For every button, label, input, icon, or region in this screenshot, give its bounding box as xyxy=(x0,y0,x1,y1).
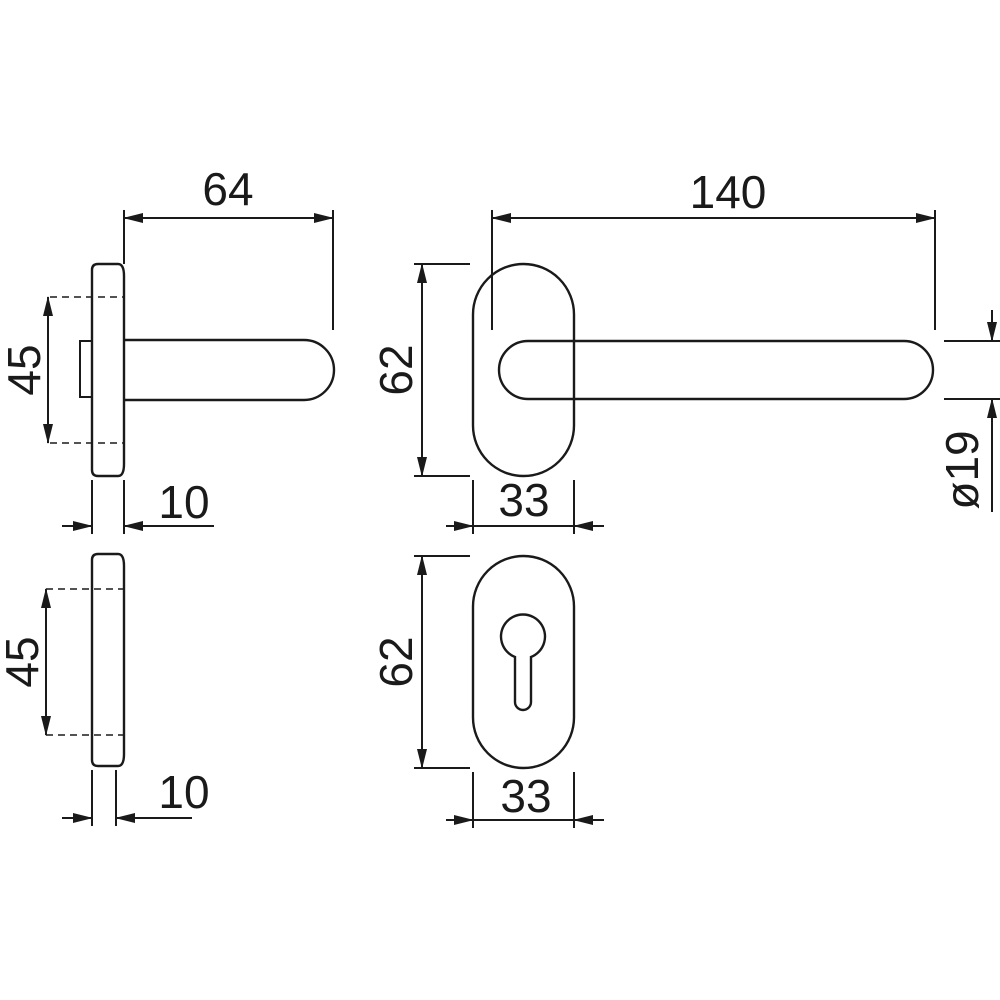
handle-front-rose xyxy=(471,262,576,478)
dim-handle-side-rose-height: 45 xyxy=(0,344,50,395)
dim-keyhole-front-rose-height: 62 xyxy=(370,636,422,687)
handle-side-rose xyxy=(90,262,126,478)
keyhole-side-view: 45 10 xyxy=(0,552,210,826)
dim-keyhole-side-rose-thickness: 10 xyxy=(158,766,209,818)
handle-side-lever xyxy=(124,338,336,402)
keyhole-side-rose xyxy=(90,552,126,768)
handle-front-view: 140 62 33 ø19 xyxy=(370,166,1000,534)
dim-handle-front-rose-width: 33 xyxy=(498,474,549,526)
handle-side-spindle xyxy=(79,340,93,398)
dim-handle-side-length: 64 xyxy=(202,163,253,215)
dim-handle-diameter: ø19 xyxy=(936,430,988,509)
keyhole-front-view: 62 33 xyxy=(370,554,604,828)
dim-handle-side-rose-thickness: 10 xyxy=(158,476,209,528)
keyhole-cutout xyxy=(499,613,547,712)
dim-handle-front-length: 140 xyxy=(690,166,767,218)
dim-keyhole-side-rose-height: 45 xyxy=(0,636,48,687)
keyhole-front-rose xyxy=(471,554,576,770)
handle-side-view: 64 45 10 xyxy=(0,163,336,534)
dim-handle-front-rose-height: 62 xyxy=(370,344,422,395)
handle-front-lever xyxy=(497,339,935,401)
dim-keyhole-front-rose-width: 33 xyxy=(500,770,551,822)
